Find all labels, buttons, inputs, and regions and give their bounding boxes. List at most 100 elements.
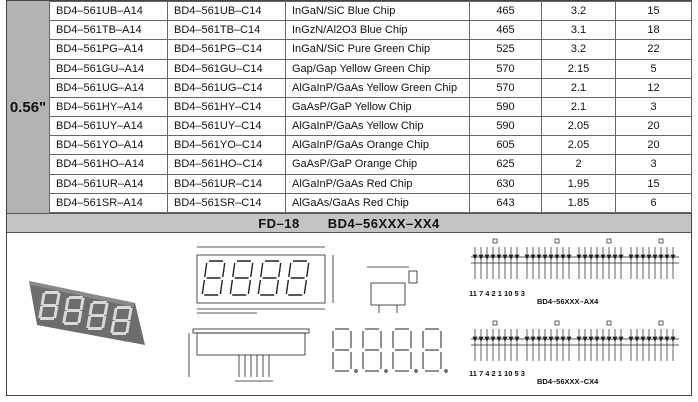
cathode-caption: BD4–56XXX–CX4 xyxy=(537,377,599,386)
cell-iv: 3 xyxy=(615,96,692,118)
cell-c: BD4–561GU–C14 xyxy=(167,58,286,79)
cell-wl: 465 xyxy=(469,0,542,22)
display-size-label: 0.56" xyxy=(7,1,50,213)
diode-symbol xyxy=(548,254,554,260)
cell-iv: 20 xyxy=(615,135,692,156)
diode-symbol xyxy=(536,254,542,260)
diode-symbol xyxy=(576,336,582,342)
diode-symbol xyxy=(508,336,514,342)
cell-a: BD4–561GU–A14 xyxy=(49,58,168,79)
cell-wl: 570 xyxy=(469,58,542,79)
model-code: BD4–56XXX–XX4 xyxy=(327,215,440,231)
cell-wl: 625 xyxy=(469,154,542,175)
cell-c: BD4–561UR–C14 xyxy=(167,173,286,194)
diode-symbol xyxy=(628,254,634,260)
cell-a: BD4–561HO–A14 xyxy=(49,154,168,175)
cell-chip: AlGaInP/GaAs Orange Chip xyxy=(285,135,470,156)
cell-chip: AlGaInP/GaAs Yellow Chip xyxy=(285,116,470,137)
cell-wl: 605 xyxy=(469,135,542,156)
anode-caption: BD4–56XXX–AX4 xyxy=(537,297,599,306)
diode-symbol xyxy=(634,336,640,342)
cell-chip: Gap/Gap Yellow Green Chip xyxy=(285,58,470,79)
cell-chip: InGaN/SiC Blue Chip xyxy=(285,0,470,22)
diode-symbol xyxy=(508,254,514,260)
cell-c: BD4–561SR–C14 xyxy=(167,192,286,214)
diode-symbol xyxy=(594,336,600,342)
diode-symbol xyxy=(582,336,588,342)
cell-wl: 590 xyxy=(469,116,542,137)
drawings-section: 11 7 4 2 1 10 5 3 BD4–56XXX–AX4 11 7 4 2… xyxy=(7,233,691,395)
front-view-drawing xyxy=(196,246,334,314)
series-band: FD–18 BD4–56XXX–XX4 xyxy=(7,213,691,233)
cell-chip: GaAsP/GaP Yellow Chip xyxy=(285,96,470,118)
cell-c: BD4–561TB–C14 xyxy=(167,20,286,41)
diode-symbol xyxy=(640,336,646,342)
cell-vf: 1.95 xyxy=(541,173,616,194)
diode-symbol xyxy=(670,254,676,260)
diode-symbol xyxy=(670,336,676,342)
diode-symbol xyxy=(566,254,572,260)
cell-vf: 3.2 xyxy=(541,0,616,22)
diode-symbol xyxy=(560,254,566,260)
cell-c: BD4–561HO–C14 xyxy=(167,154,286,175)
diode-symbol xyxy=(640,254,646,260)
diode-symbol xyxy=(484,254,490,260)
diode-symbol xyxy=(658,336,664,342)
diode-symbol xyxy=(634,254,640,260)
anode-circuit-schematic xyxy=(471,238,679,279)
cell-a: BD4–561TB–A14 xyxy=(49,20,168,41)
diode-symbol xyxy=(652,254,658,260)
cell-a: BD4–561UG–A14 xyxy=(49,77,168,98)
cell-c: BD4–561UG–C14 xyxy=(167,77,286,98)
cell-a: BD4–561PG–A14 xyxy=(49,39,168,60)
diode-symbol xyxy=(514,336,520,342)
cell-vf: 2 xyxy=(541,154,616,175)
cell-wl: 630 xyxy=(469,173,542,194)
diode-symbol xyxy=(490,254,496,260)
cell-a: BD4–561UY–A14 xyxy=(49,116,168,137)
diode-symbol xyxy=(576,254,582,260)
cathode-circuit-schematic xyxy=(471,320,679,361)
diode-symbol xyxy=(472,254,478,260)
cell-iv: 15 xyxy=(615,0,692,22)
cell-vf: 2.05 xyxy=(541,116,616,137)
cell-iv: 22 xyxy=(615,39,692,60)
diode-symbol xyxy=(524,336,530,342)
cell-a: BD4–561UR–A14 xyxy=(49,173,168,194)
diode-symbol xyxy=(594,254,600,260)
cell-vf: 2.1 xyxy=(541,77,616,98)
diode-symbol xyxy=(600,254,606,260)
cell-chip: AlGaInP/GaAs Red Chip xyxy=(285,173,470,194)
diode-symbol xyxy=(588,254,594,260)
cell-a: BD4–561SR–A14 xyxy=(49,192,168,214)
diode-symbol xyxy=(542,336,548,342)
cell-c: BD4–561UY–C14 xyxy=(167,116,286,137)
cell-iv: 20 xyxy=(615,116,692,137)
cell-wl: 570 xyxy=(469,77,542,98)
diode-symbol xyxy=(582,254,588,260)
cell-vf: 3.1 xyxy=(541,20,616,41)
diode-symbol xyxy=(478,336,484,342)
diode-symbol xyxy=(588,336,594,342)
drawings-svg xyxy=(29,238,679,382)
diode-symbol xyxy=(652,336,658,342)
diode-symbol xyxy=(530,254,536,260)
diode-symbol xyxy=(600,336,606,342)
cell-c: BD4–561HY–C14 xyxy=(167,96,286,118)
diode-symbol xyxy=(618,336,624,342)
anode-pin-numbers: 11 7 4 2 1 10 5 3 xyxy=(469,289,525,298)
diode-symbol xyxy=(612,336,618,342)
cell-a: BD4–561HY–A14 xyxy=(49,96,168,118)
pin-side-drawing xyxy=(188,328,310,382)
